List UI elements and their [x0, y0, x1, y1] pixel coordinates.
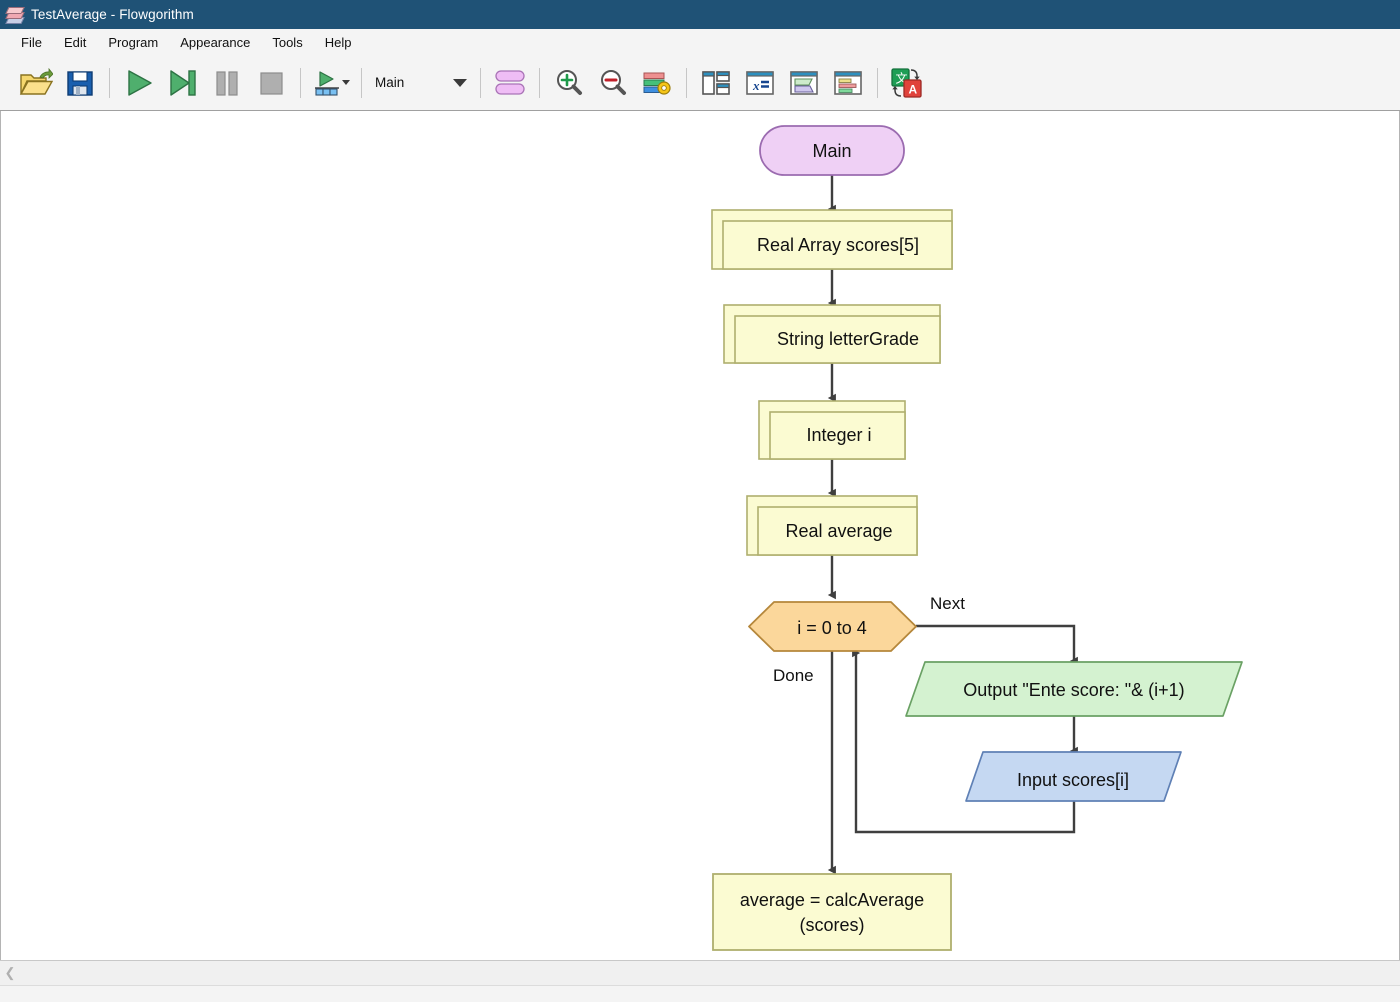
run-button[interactable]: [117, 61, 161, 105]
function-dropdown[interactable]: Main: [369, 66, 473, 100]
chart-settings-button[interactable]: [635, 61, 679, 105]
chevron-left-icon[interactable]: ❮: [4, 965, 16, 980]
save-file-button[interactable]: [58, 61, 102, 105]
flow-node-main[interactable]: Main: [759, 125, 905, 176]
flow-node-declaration-lettergrade-label: String letterGrade: [777, 329, 919, 349]
magnifier-plus-icon: [557, 69, 582, 95]
two-ovals-icon: [495, 69, 525, 95]
menu-help[interactable]: Help: [324, 34, 352, 50]
flow-node-input-label: Input scores[i]: [1017, 770, 1129, 790]
title-bar: TestAverage - Flowgorithm: [0, 0, 1400, 29]
edge-label-next: Next: [930, 594, 965, 613]
toolbar-separator-2: [300, 67, 301, 98]
toolbar: Main: [0, 55, 1400, 111]
toolbar-separator-6: [686, 67, 687, 98]
flow-node-declaration-scores[interactable]: Real Array scores[5]: [711, 209, 953, 270]
svg-text:A: A: [909, 82, 918, 96]
menu-edit[interactable]: Edit: [63, 34, 87, 50]
step-forward-icon: [170, 69, 196, 96]
console-window-icon: [790, 70, 818, 95]
flowchart-canvas[interactable]: Next Done Main Real Array scores[5] Stri…: [0, 111, 1400, 960]
flow-node-declaration-i[interactable]: Integer i: [758, 400, 906, 460]
flow-node-declaration-i-label: Integer i: [806, 425, 871, 445]
pause-bars-icon: [216, 70, 238, 96]
stop-square-icon: [260, 71, 283, 95]
flow-node-output[interactable]: Output "Ente score: "& (i+1): [905, 661, 1243, 717]
flow-node-declaration-average-label: Real average: [785, 521, 892, 541]
translate-language-icon: 文 A: [891, 67, 922, 98]
zoom-shapes-button[interactable]: [488, 61, 532, 105]
function-dropdown-label: Main: [375, 75, 405, 90]
floppy-disk-save-icon: [67, 70, 93, 96]
menu-appearance[interactable]: Appearance: [180, 34, 251, 50]
toolbar-separator-4: [480, 67, 481, 98]
menu-bar: File Edit Program Appearance Tools Help: [0, 29, 1400, 55]
chart-window-button[interactable]: [826, 61, 870, 105]
status-bar: [0, 986, 1400, 1002]
window-title: TestAverage - Flowgorithm: [31, 7, 194, 22]
flow-node-declaration-average[interactable]: Real average: [746, 495, 918, 556]
chevron-down-icon: [453, 78, 467, 87]
toolbar-separator-3: [361, 67, 362, 98]
play-triangle-icon: [128, 69, 152, 96]
split-view-button[interactable]: [694, 61, 738, 105]
open-folder-icon: [19, 67, 53, 95]
menu-tools[interactable]: Tools: [272, 34, 303, 50]
bar-chart-window-icon: [834, 70, 862, 95]
menu-program[interactable]: Program: [108, 34, 159, 50]
flowchart-diagram: Next Done Main Real Array scores[5] Stri…: [711, 125, 1243, 951]
flow-node-input[interactable]: Input scores[i]: [965, 751, 1182, 802]
flow-node-for-loop[interactable]: i = 0 to 4: [748, 601, 917, 652]
zoom-out-button[interactable]: [591, 61, 635, 105]
translate-button[interactable]: 文 A: [885, 61, 929, 105]
stop-button[interactable]: [249, 61, 293, 105]
svg-text:x: x: [752, 78, 760, 93]
horizontal-scrollbar[interactable]: ❮: [0, 960, 1400, 986]
toolbar-separator-5: [539, 67, 540, 98]
flow-node-assignment-label-line1: average = calcAverage: [740, 890, 924, 910]
bars-gear-icon: [643, 72, 671, 95]
open-file-button[interactable]: [14, 61, 58, 105]
flow-node-main-label: Main: [812, 141, 851, 161]
step-button[interactable]: [161, 61, 205, 105]
pause-button[interactable]: [205, 61, 249, 105]
panel-split-icon: [702, 70, 730, 95]
toolbar-separator-1: [109, 67, 110, 98]
toolbar-separator-7: [877, 67, 878, 98]
flow-node-for-loop-label: i = 0 to 4: [797, 618, 867, 638]
flow-node-declaration-lettergrade[interactable]: String letterGrade: [723, 304, 941, 364]
run-with-code-icon: [315, 70, 339, 96]
generate-code-dropdown-arrow[interactable]: [342, 80, 350, 85]
generate-code-button[interactable]: [308, 61, 346, 105]
zoom-in-button[interactable]: [547, 61, 591, 105]
menu-file[interactable]: File: [21, 34, 42, 50]
edge-label-done: Done: [773, 666, 814, 685]
console-window-button[interactable]: [782, 61, 826, 105]
flow-node-assignment[interactable]: average = calcAverage (scores): [712, 873, 952, 951]
flow-node-output-label: Output "Ente score: "& (i+1): [963, 680, 1184, 700]
flow-node-assignment-label-line2: (scores): [799, 915, 864, 935]
connector-lines: [827, 175, 1078, 875]
magnifier-minus-icon: [601, 69, 626, 95]
variable-watch-button[interactable]: x: [738, 61, 782, 105]
app-logo-icon: [5, 6, 25, 24]
flow-node-declaration-scores-label: Real Array scores[5]: [757, 235, 919, 255]
x-equals-window-icon: x: [746, 70, 774, 95]
